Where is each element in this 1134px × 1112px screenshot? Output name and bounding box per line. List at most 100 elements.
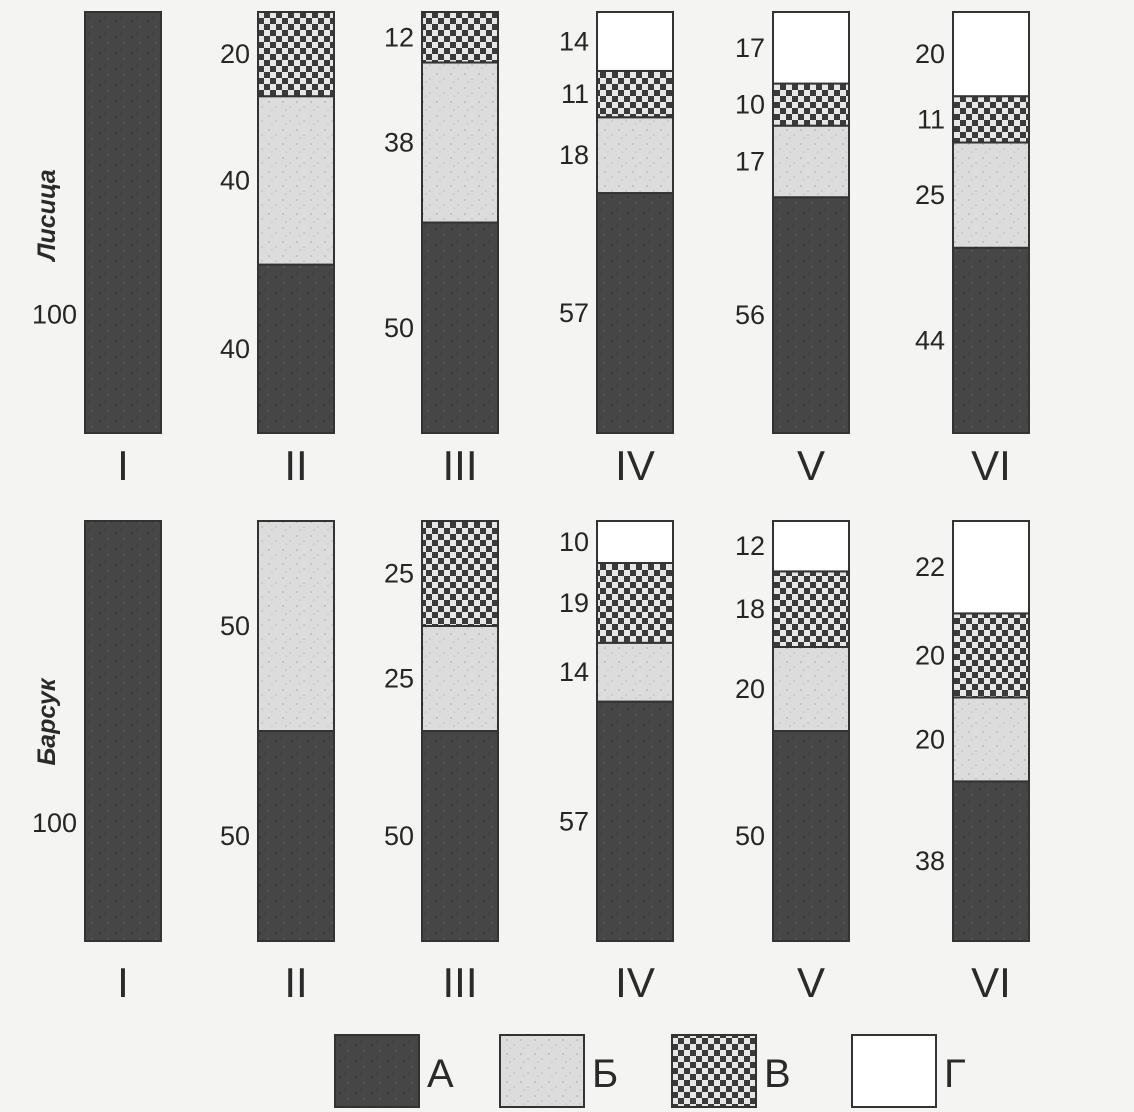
legend-label: Г <box>944 1052 966 1096</box>
legend-item-a: А <box>334 1034 454 1108</box>
data-label: 18 <box>559 140 589 170</box>
category-label: IV <box>615 442 655 489</box>
bar-segment-a <box>84 520 162 942</box>
legend-swatch <box>334 1034 420 1108</box>
bar-segment-b <box>421 61 499 224</box>
category-label: III <box>442 442 477 489</box>
data-label: 12 <box>384 22 414 52</box>
bar-segment-a <box>596 700 674 942</box>
bar-segment-v <box>772 82 850 127</box>
data-label: 20 <box>915 640 945 670</box>
bar-segment-g <box>596 520 674 564</box>
chart-row-1: Лисица100I404020II503812III57181114IV561… <box>32 11 1030 489</box>
bar-segment-g <box>952 520 1030 615</box>
category-label: V <box>797 959 825 1006</box>
data-label: 25 <box>384 559 414 589</box>
data-label: 14 <box>559 657 589 687</box>
data-label: 50 <box>384 821 414 851</box>
data-label: 10 <box>735 90 765 120</box>
bar-segment-a <box>772 196 850 434</box>
legend-item-b: Б <box>499 1034 618 1108</box>
bar-segment-v <box>596 562 674 644</box>
bar-segment-b <box>772 646 850 732</box>
data-label: 18 <box>735 594 765 624</box>
category-label: V <box>797 442 825 489</box>
data-label: 40 <box>220 334 250 364</box>
data-label: 100 <box>32 808 77 838</box>
data-label: 14 <box>559 26 589 56</box>
category-label: II <box>284 442 307 489</box>
data-label: 50 <box>220 821 250 851</box>
bar-segment-a <box>257 263 335 434</box>
data-label: 20 <box>220 39 250 69</box>
category-label: I <box>117 959 129 1006</box>
bar-segment-a <box>421 221 499 434</box>
bar-segment-b <box>421 625 499 732</box>
category-label: I <box>117 442 129 489</box>
data-label: 25 <box>384 664 414 694</box>
row-label: Барсук <box>33 677 61 765</box>
data-label: 38 <box>915 846 945 876</box>
category-label: IV <box>615 959 655 1006</box>
bar-segment-a <box>257 730 335 942</box>
data-label: 20 <box>915 39 945 69</box>
bar-segment-a <box>772 730 850 942</box>
data-label: 25 <box>915 180 945 210</box>
data-label: 38 <box>384 128 414 158</box>
data-label: 40 <box>220 165 250 195</box>
bar-segment-a <box>421 730 499 942</box>
data-label: 50 <box>735 821 765 851</box>
legend-swatch <box>851 1034 937 1108</box>
bar-segment-b <box>952 696 1030 783</box>
bar-segment-v <box>772 570 850 649</box>
data-label: 20 <box>915 724 945 754</box>
data-label: 56 <box>735 300 765 330</box>
bar-segment-v <box>257 11 335 98</box>
bar-segment-b <box>596 116 674 195</box>
legend-item-g: Г <box>851 1034 966 1108</box>
data-label: 57 <box>559 806 589 836</box>
data-label: 11 <box>917 104 945 134</box>
category-label: II <box>284 959 307 1006</box>
bar-segment-b <box>596 641 674 703</box>
bar-segment-a <box>596 192 674 434</box>
data-label: 20 <box>735 674 765 704</box>
bar-segment-a <box>952 246 1030 434</box>
bar-segment-b <box>257 520 335 732</box>
data-label: 17 <box>735 33 765 63</box>
data-label: 50 <box>220 611 250 641</box>
legend: А Б В Г <box>334 1034 966 1108</box>
category-label: VI <box>971 959 1011 1006</box>
bar-segment-b <box>257 95 335 266</box>
bar-segment-v <box>952 612 1030 699</box>
category-label: III <box>442 959 477 1006</box>
bar-segment-b <box>772 124 850 199</box>
data-label: 50 <box>384 313 414 343</box>
chart-row-2: Барсук100I5050II502525III57141910IV50201… <box>32 520 1030 1006</box>
category-label: VI <box>971 442 1011 489</box>
data-label: 11 <box>561 79 589 109</box>
legend-swatch <box>499 1034 585 1108</box>
chart-rows: Лисица100I404020II503812III57181114IV561… <box>32 11 1030 1006</box>
bar-segment-g <box>952 11 1030 98</box>
legend-label: А <box>427 1052 454 1096</box>
legend-label: Б <box>592 1052 618 1096</box>
bar-segment-a <box>952 780 1030 943</box>
data-label: 44 <box>915 325 945 355</box>
legend-item-v: В <box>671 1034 791 1108</box>
bar-segment-g <box>596 11 674 72</box>
bar-segment-v <box>421 11 499 64</box>
row-label: Лисица <box>33 169 61 262</box>
data-label: 57 <box>559 298 589 328</box>
